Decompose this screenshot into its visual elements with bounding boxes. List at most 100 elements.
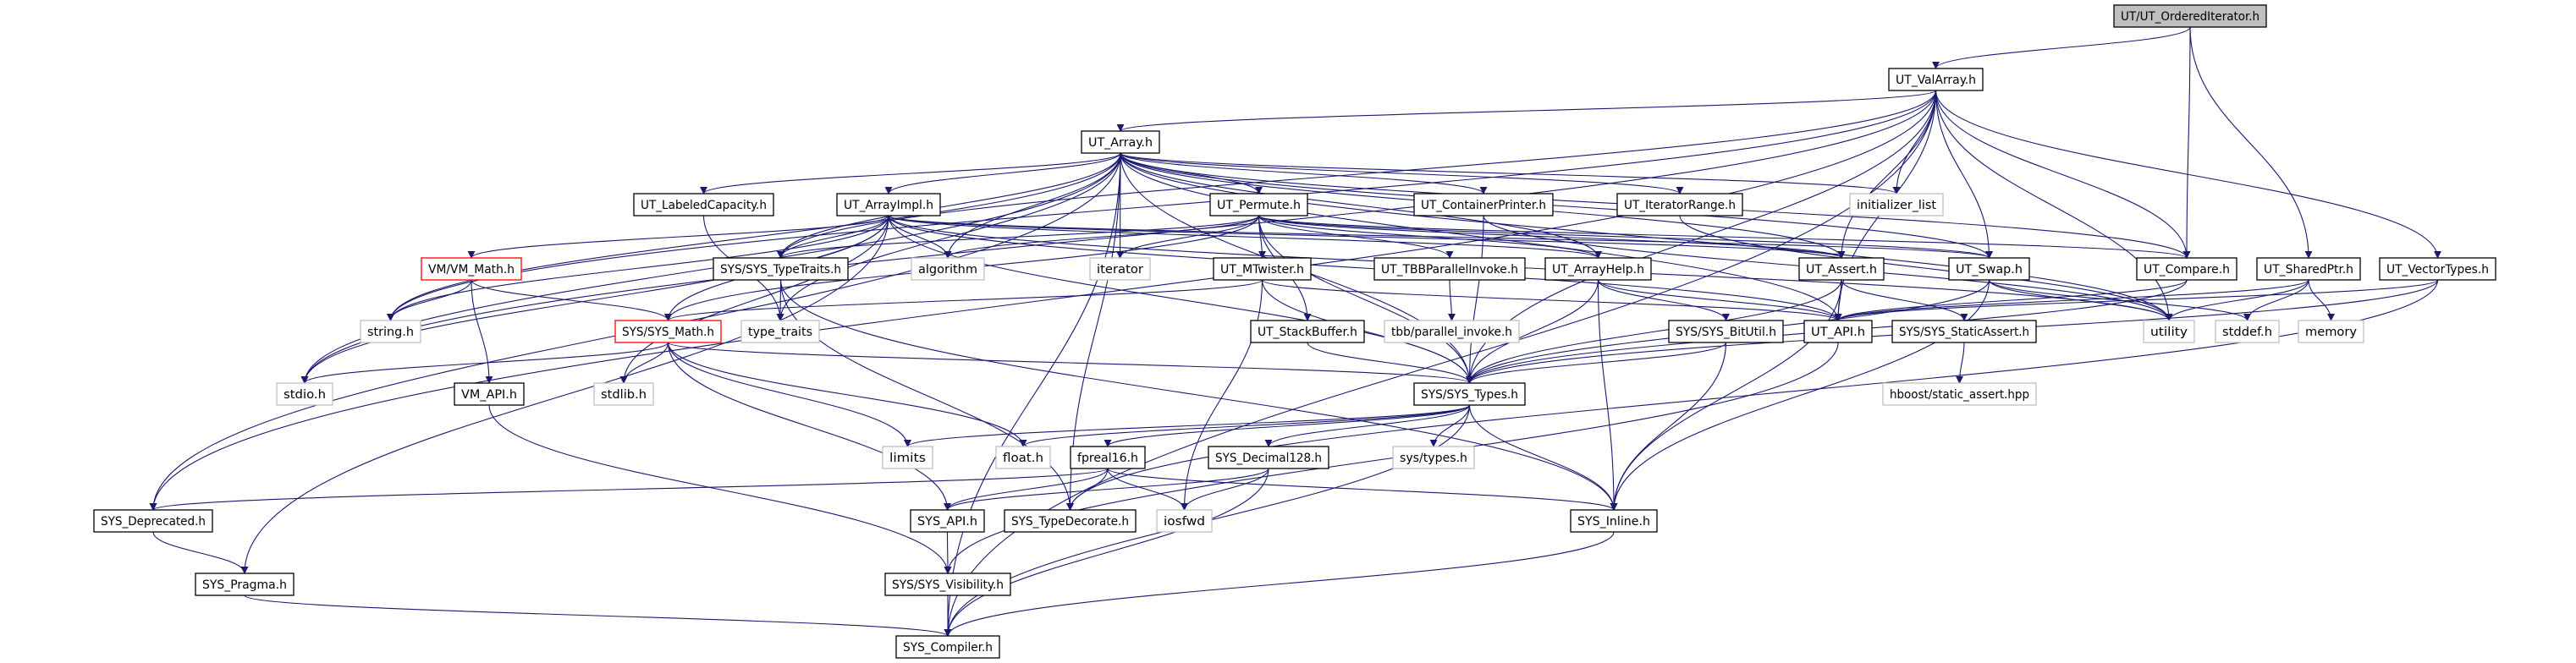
- node-label: UT_Swap.h: [1956, 263, 2023, 277]
- node-label: SYS_API.h: [917, 515, 977, 529]
- node-fpreal16[interactable]: fpreal16.h: [1070, 446, 1146, 469]
- edge-path: [1466, 215, 1484, 384]
- node-label: SYS/SYS_Types.h: [1421, 388, 1518, 402]
- edge-path: [1935, 90, 2173, 321]
- node-permute[interactable]: UT_Permute.h: [1209, 193, 1308, 216]
- node-sysmath[interactable]: SYS/SYS_Math.h: [614, 320, 722, 343]
- edge-path: [467, 215, 889, 259]
- node-vmmath[interactable]: VM/VM_Math.h: [421, 257, 522, 281]
- node-arrayimpl[interactable]: UT_ArrayImpl.h: [836, 193, 941, 216]
- node-box: [1882, 382, 2037, 406]
- node-box: [421, 257, 522, 281]
- node-label: iosfwd: [1164, 515, 1205, 529]
- node-pragma[interactable]: SYS_Pragma.h: [195, 573, 294, 596]
- node-string: string.h: [360, 320, 421, 343]
- node-box: [740, 320, 820, 343]
- edge-path: [888, 215, 1842, 321]
- include-edge-arrayhelp-to-inline: [1597, 279, 1618, 511]
- edge-path: [944, 468, 1269, 511]
- edge-path: [1447, 279, 1456, 321]
- node-label: memory: [2305, 326, 2358, 339]
- include-edge-array-to-stdio: [300, 152, 1121, 384]
- node-box: [454, 382, 525, 406]
- node-box: [1891, 320, 2037, 343]
- node-labeled[interactable]: UT_LabeledCapacity.h: [633, 193, 774, 216]
- node-label: UT_LabeledCapacity.h: [641, 199, 767, 212]
- node-deprecated[interactable]: SYS_Deprecated.h: [93, 509, 213, 533]
- node-label: SYS_Inline.h: [1577, 515, 1650, 529]
- node-label: type_traits: [748, 326, 812, 339]
- edge-path: [1466, 279, 1599, 384]
- include-edge-fpreal16-to-sysapi: [944, 468, 1109, 511]
- node-label: sys/types.h: [1400, 452, 1467, 465]
- node-sysapi[interactable]: SYS_API.h: [910, 509, 985, 533]
- node-label: algorithm: [918, 263, 977, 277]
- node-iterrange[interactable]: UT_IteratorRange.h: [1616, 193, 1743, 216]
- node-label: SYS_Pragma.h: [202, 578, 287, 592]
- node-bitutil[interactable]: SYS/SYS_BitUtil.h: [1668, 320, 1784, 343]
- edge-path: [664, 279, 1263, 321]
- include-edge-bitutil-to-inline: [1610, 342, 1727, 511]
- include-edge-arrayimpl-to-utapi: [888, 215, 1842, 321]
- node-contprint[interactable]: UT_ContainerPrinter.h: [1413, 193, 1554, 216]
- node-label: UT_ArrayImpl.h: [844, 199, 933, 212]
- node-oi[interactable]: UT/UT_OrderedIterator.h: [2113, 4, 2267, 28]
- node-typetraits[interactable]: SYS/SYS_TypeTraits.h: [713, 257, 849, 281]
- node-box: [593, 382, 654, 406]
- node-inline[interactable]: SYS_Inline.h: [1570, 509, 1658, 533]
- node-label: UT_ContainerPrinter.h: [1421, 199, 1546, 212]
- node-assert[interactable]: UT_Assert.h: [1798, 257, 1885, 281]
- node-decimal[interactable]: SYS_Decimal128.h: [1208, 446, 1329, 469]
- include-edge-valarray-to-deprecated: [149, 90, 1937, 511]
- node-compiler[interactable]: SYS_Compiler.h: [895, 635, 1000, 659]
- node-label: SYS_Compiler.h: [903, 641, 993, 655]
- node-swap[interactable]: UT_Swap.h: [1948, 257, 2030, 281]
- node-label: utility: [2150, 326, 2188, 339]
- node-stddef: stddef.h: [2215, 320, 2280, 343]
- node-label: string.h: [367, 326, 414, 339]
- include-edge-mtwister-to-iosfwd: [1181, 279, 1263, 511]
- include-edge-permute-to-compare: [1258, 215, 2191, 259]
- node-box: [995, 446, 1051, 469]
- edge-path: [1834, 279, 2188, 321]
- node-tbbpi[interactable]: UT_TBBParallelInvoke.h: [1373, 257, 1526, 281]
- include-edge-permute-to-arrayhelp: [1258, 215, 1602, 259]
- node-staticassert[interactable]: SYS/SYS_StaticAssert.h: [1891, 320, 2037, 343]
- node-arrayhelp[interactable]: UT_ArrayHelp.h: [1544, 257, 1652, 281]
- node-stackbuf[interactable]: UT_StackBuffer.h: [1250, 320, 1365, 343]
- edge-path: [619, 342, 669, 384]
- include-edge-array-to-typetraits: [777, 152, 1121, 259]
- node-sharedptr[interactable]: UT_SharedPtr.h: [2256, 257, 2361, 281]
- node-utapi[interactable]: UT_API.h: [1803, 320, 1873, 343]
- edge-path: [888, 215, 1602, 259]
- include-edge-systypes-to-inline: [1468, 404, 1618, 511]
- node-systypes[interactable]: SYS/SYS_Types.h: [1413, 382, 1526, 406]
- node-label: UT_MTwister.h: [1220, 263, 1304, 277]
- node-visibility[interactable]: SYS/SYS_Visibility.h: [884, 573, 1011, 596]
- node-valarray[interactable]: UT_ValArray.h: [1888, 68, 1984, 91]
- node-label: SYS_TypeDecorate.h: [1011, 515, 1129, 529]
- edge-path: [471, 279, 672, 321]
- node-box: [1250, 320, 1365, 343]
- edge-path: [1120, 152, 1684, 195]
- node-label: iterator: [1097, 263, 1144, 277]
- node-array[interactable]: UT_Array.h: [1081, 130, 1160, 154]
- edge-path: [1307, 342, 1473, 384]
- node-mtwister[interactable]: UT_MTwister.h: [1213, 257, 1312, 281]
- node-box: [1208, 446, 1329, 469]
- edge-path: [300, 215, 889, 384]
- edge-path: [777, 90, 1937, 259]
- node-typedecorate[interactable]: SYS_TypeDecorate.h: [1004, 509, 1137, 533]
- edge-path: [1610, 342, 1727, 511]
- node-vectortypes[interactable]: UT_VectorTypes.h: [2379, 257, 2496, 281]
- node-label: UT_Assert.h: [1806, 263, 1877, 277]
- include-edge-arrayimpl-to-stdlib: [619, 215, 889, 384]
- node-compare[interactable]: UT_Compare.h: [2136, 257, 2237, 281]
- node-box: [836, 193, 941, 216]
- include-edge-systypes-to-limits: [904, 404, 1471, 447]
- edge-path: [944, 531, 952, 574]
- include-edge-valarray-to-compare: [1935, 90, 2191, 259]
- edge-path: [1932, 26, 2191, 69]
- edge-path: [1468, 404, 1618, 511]
- node-vmapi[interactable]: VM_API.h: [454, 382, 525, 406]
